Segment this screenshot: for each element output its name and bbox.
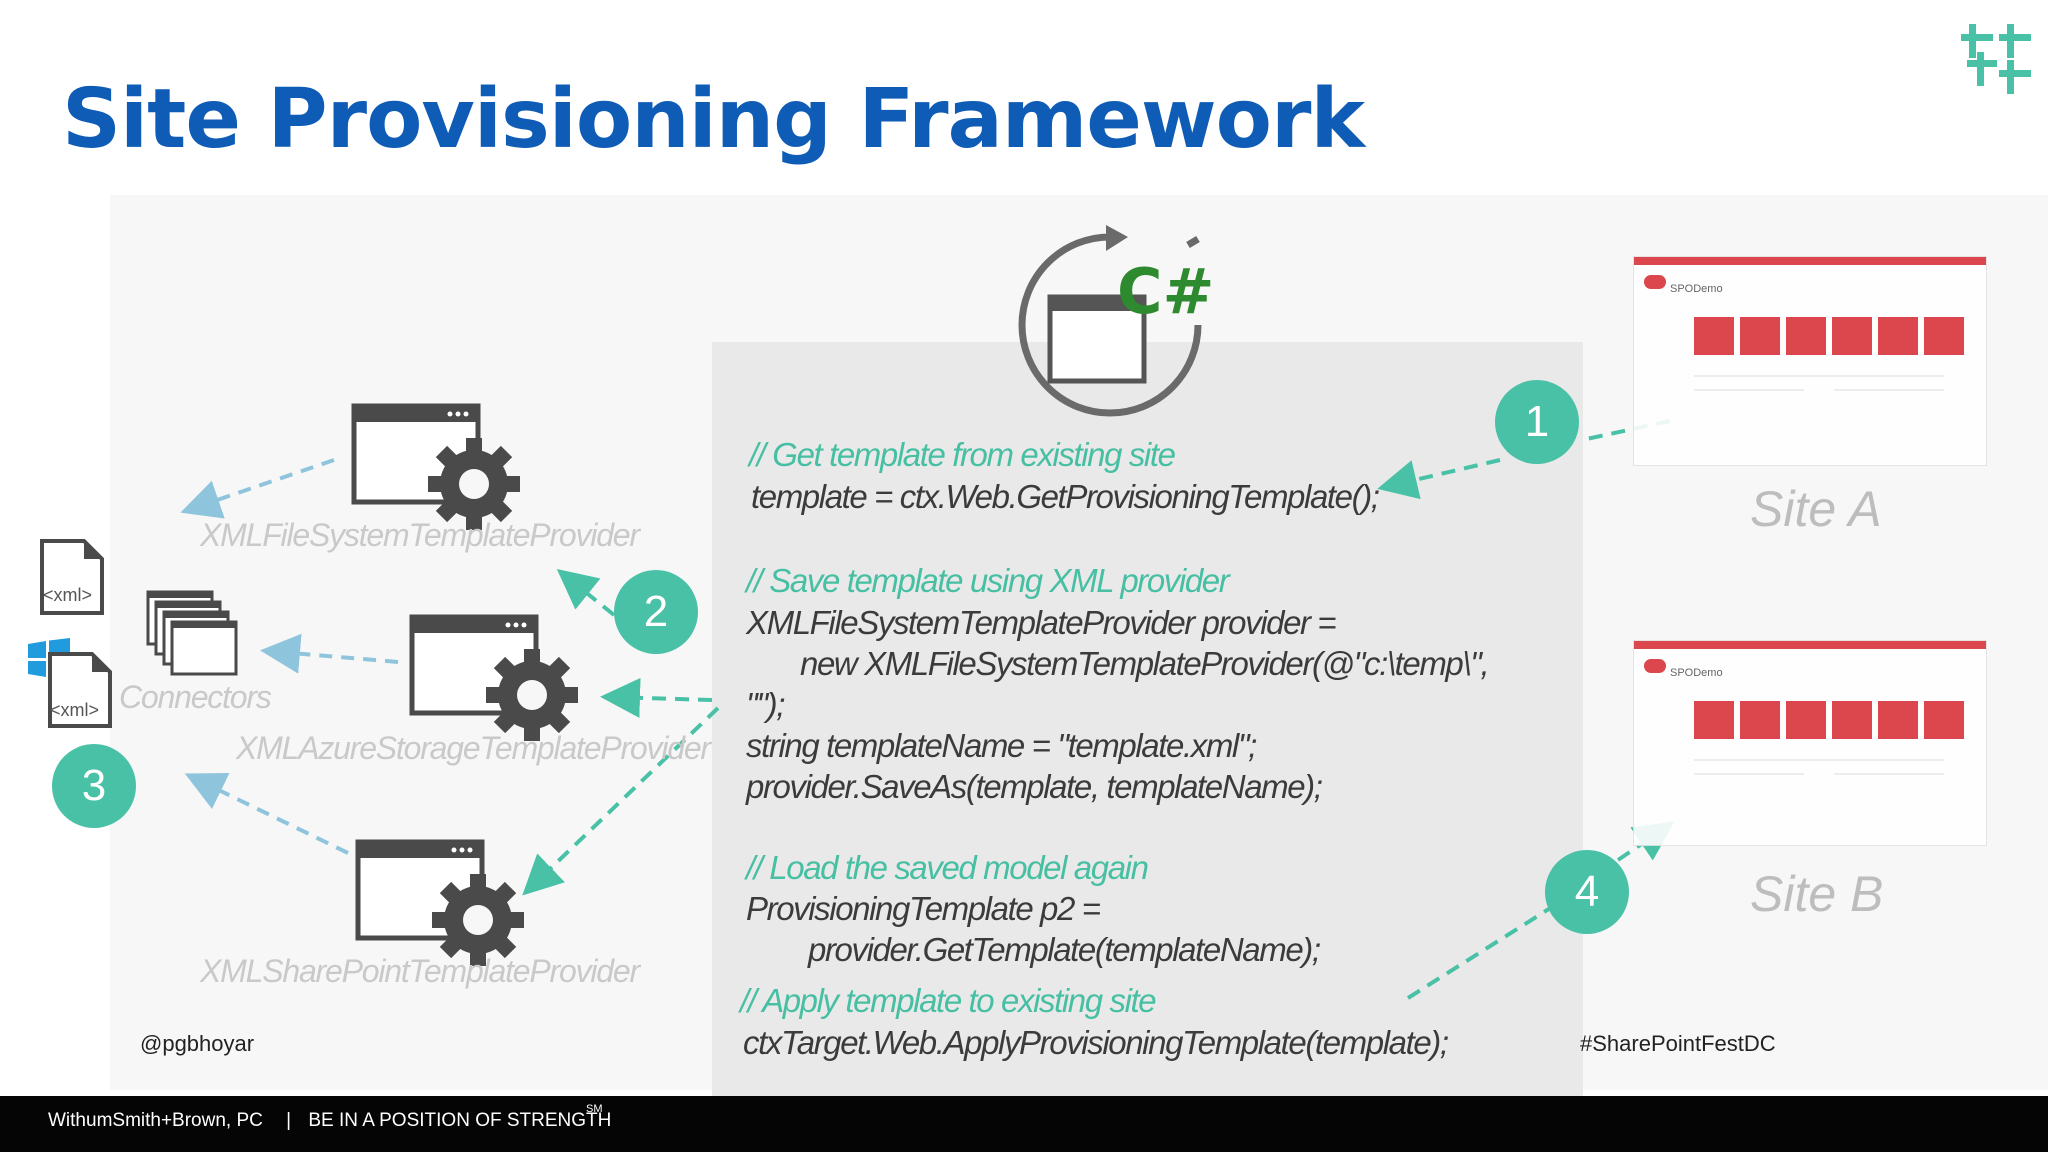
code-comment-load: // Load the saved model again bbox=[746, 849, 1149, 886]
provider-label-sharepoint: XMLSharePointTemplateProvider bbox=[200, 953, 640, 989]
site-a-label: Site A bbox=[1750, 481, 1882, 537]
footer-company: WithumSmith+Brown, PC bbox=[48, 1110, 263, 1131]
provider-window-gear-icon bbox=[351, 403, 520, 530]
slide-title: Site Provisioning Framework bbox=[62, 72, 1365, 167]
footer-bar bbox=[0, 1096, 2048, 1152]
site-a-screenshot: SPODemo bbox=[1633, 256, 1987, 466]
provider-label-filesystem: XMLFileSystemTemplateProvider bbox=[200, 517, 640, 553]
site-b-screenshot: SPODemo bbox=[1633, 640, 1987, 846]
xml-file-icon bbox=[40, 539, 104, 615]
csharp-label: C# bbox=[1117, 255, 1215, 328]
code-line-save-as: provider.SaveAs(template, templateName); bbox=[746, 768, 1323, 805]
connectors-stacked-windows-icon bbox=[146, 590, 238, 676]
step-badge-4: 4 bbox=[1545, 850, 1629, 934]
code-line-template-name: string templateName = "template.xml"; bbox=[746, 727, 1257, 764]
provider-window-gear-icon bbox=[355, 839, 524, 966]
site-b-title: SPODemo bbox=[1670, 667, 1723, 679]
code-comment-get: // Get template from existing site bbox=[749, 436, 1176, 473]
event-hashtag: #SharePointFestDC bbox=[1580, 1031, 1776, 1056]
arrow-step4 bbox=[1406, 821, 1675, 1000]
arrow-step2 bbox=[522, 568, 720, 896]
twitter-handle: @pgbhoyar bbox=[140, 1031, 255, 1056]
csharp-refresh-icon bbox=[1018, 225, 1202, 417]
footer-separator: | bbox=[286, 1110, 292, 1131]
provider-label-azure: XMLAzureStorageTemplateProvider bbox=[236, 730, 711, 766]
connectors-label: Connectors bbox=[119, 679, 272, 715]
code-line-get: template = ctx.Web.GetProvisioningTempla… bbox=[751, 478, 1380, 515]
footer-text: WithumSmith+Brown, PC | BE IN A POSITION… bbox=[48, 1110, 611, 1132]
xml-file-icon bbox=[48, 652, 112, 728]
code-line-provider: XMLFileSystemTemplateProvider provider = bbox=[746, 604, 1337, 641]
code-line-new-provider: new XMLFileSystemTemplateProvider(@"c:\t… bbox=[800, 645, 1490, 682]
footer-service-mark: SM bbox=[586, 1103, 603, 1115]
code-line-p2: ProvisioningTemplate p2 = bbox=[746, 890, 1101, 927]
code-comment-save: // Save template using XML provider bbox=[746, 562, 1230, 599]
step-badge-2: 2 bbox=[614, 570, 698, 654]
arrow-step1 bbox=[1377, 419, 1671, 500]
code-comment-apply: // Apply template to existing site bbox=[740, 982, 1157, 1019]
code-panel bbox=[712, 342, 1583, 1132]
code-line-empty-string: ""); bbox=[746, 686, 785, 723]
step-badge-1: 1 bbox=[1495, 380, 1579, 464]
code-line-apply: ctxTarget.Web.ApplyProvisioningTemplate(… bbox=[743, 1024, 1449, 1061]
brand-logo-icon bbox=[1961, 24, 2031, 94]
footer-tagline: BE IN A POSITION OF STRENGTH bbox=[308, 1110, 612, 1131]
step-badge-3: 3 bbox=[52, 744, 136, 828]
code-line-get-template: provider.GetTemplate(templateName); bbox=[808, 931, 1321, 968]
provider-window-gear-icon bbox=[409, 614, 578, 741]
arrow-connectors bbox=[180, 458, 399, 855]
xml-file-label: <xml> bbox=[43, 585, 93, 605]
xml-file-label: <xml> bbox=[50, 700, 100, 720]
site-b-label: Site B bbox=[1750, 866, 1884, 922]
site-a-title: SPODemo bbox=[1670, 283, 1723, 295]
